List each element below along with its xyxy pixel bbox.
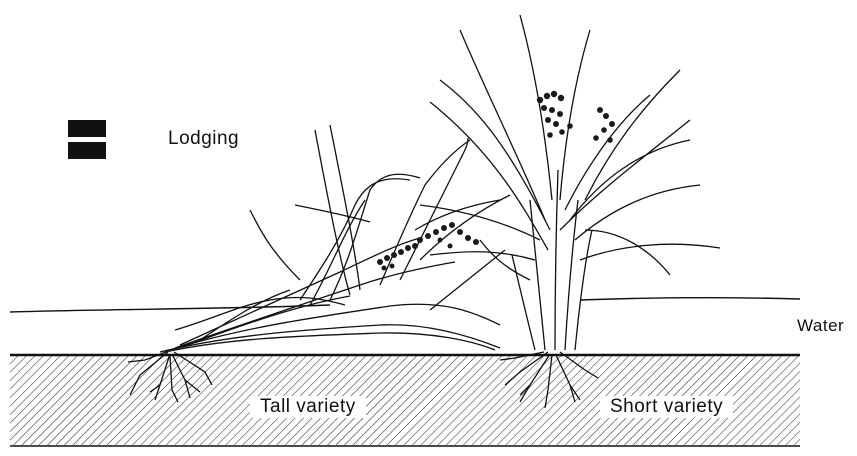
short-variety-plant <box>420 15 720 350</box>
short-variety-panicles <box>537 91 615 143</box>
tall-variety-label: Tall variety <box>250 396 366 418</box>
short-variety-label: Short variety <box>600 396 733 418</box>
water-label: Water <box>797 316 844 336</box>
lodging-legend-icon <box>68 120 106 159</box>
tall-variety-panicles <box>377 222 479 271</box>
tall-variety-plant <box>160 125 510 352</box>
lodging-legend-label: Lodging <box>168 128 239 150</box>
